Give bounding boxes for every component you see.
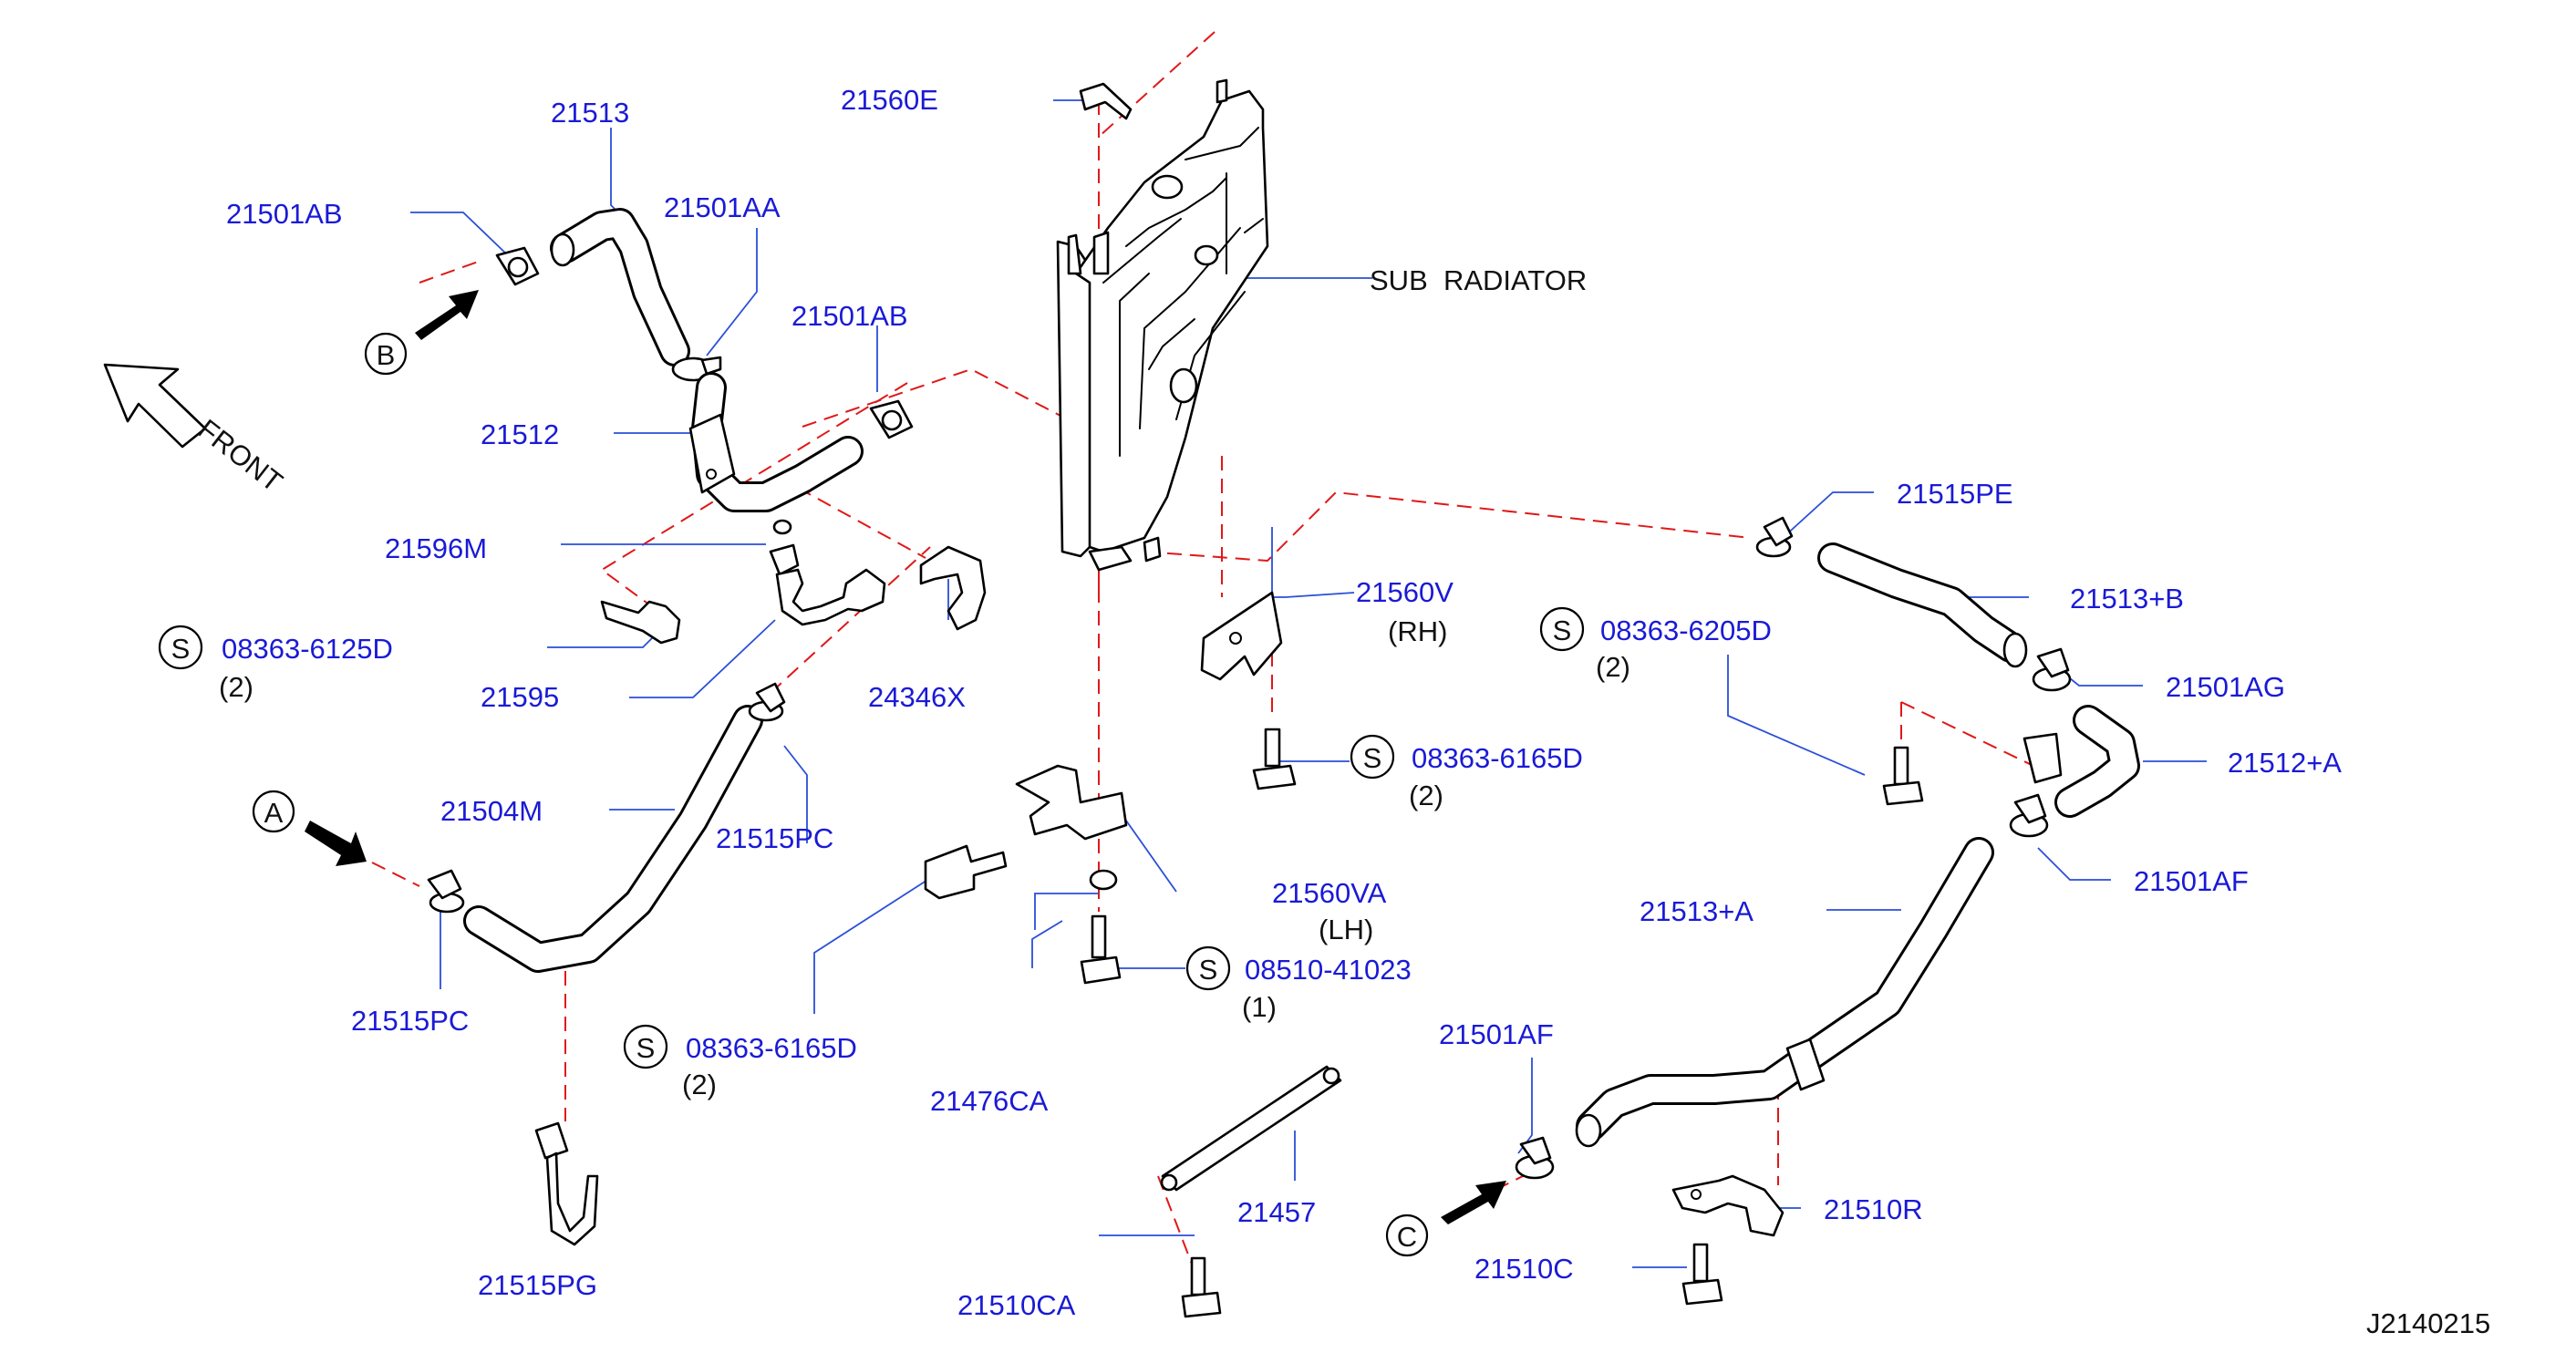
label-21513A: 21513+A bbox=[1640, 895, 1754, 927]
washer-21476CA bbox=[1089, 869, 1118, 891]
bolt-08363-6125D bbox=[600, 600, 681, 645]
part-labels: 21560E 21513 21501AB 21501AA 21501AB 215… bbox=[219, 84, 2490, 1339]
sensor-21595 bbox=[769, 543, 886, 626]
label-21515PC-lower: 21515PC bbox=[351, 1005, 469, 1037]
label-08363-6205D: 08363-6205D bbox=[1600, 615, 1772, 646]
view-marker-c-circle bbox=[1385, 1214, 1429, 1257]
label-21560VA: 21560VA bbox=[1272, 877, 1387, 909]
label-21504M: 21504M bbox=[440, 795, 543, 827]
hose-21513B bbox=[1817, 542, 2028, 668]
clamp-21515PC-upper bbox=[748, 682, 786, 722]
qty-08510-41023: (1) bbox=[1242, 991, 1277, 1023]
label-21501AA: 21501AA bbox=[664, 191, 781, 223]
qty-08363-6165D-mid: (2) bbox=[1409, 780, 1443, 811]
hose-21512A bbox=[2023, 705, 2140, 818]
bracket-24346X bbox=[919, 545, 987, 631]
bracket-21560VA bbox=[1015, 764, 1128, 841]
label-21501AF-lower: 21501AF bbox=[1439, 1018, 1554, 1050]
screw-symbol-3-text: S bbox=[1199, 954, 1218, 986]
bracket-21510R bbox=[1671, 1174, 1785, 1237]
view-marker-b: B bbox=[377, 339, 396, 371]
view-marker-a-circle bbox=[252, 790, 295, 833]
clamp-21515PE bbox=[1755, 516, 1794, 558]
label-08363-6165D-mid: 08363-6165D bbox=[1412, 742, 1583, 774]
clip-21560E bbox=[1079, 82, 1133, 120]
label-21513B: 21513+B bbox=[2070, 583, 2184, 615]
label-21515PE: 21515PE bbox=[1897, 478, 2013, 510]
clamp-21501AG bbox=[2032, 647, 2072, 692]
bolt-21510C bbox=[1681, 1243, 1723, 1306]
label-21476CA: 21476CA bbox=[930, 1085, 1049, 1117]
label-08363-6125D: 08363-6125D bbox=[222, 633, 393, 665]
label-08510-41023: 08510-41023 bbox=[1245, 954, 1412, 986]
screw-symbol-3 bbox=[1185, 945, 1231, 991]
bolt-08510-41023 bbox=[1080, 914, 1122, 985]
clamp-21501AB-mid bbox=[869, 399, 914, 439]
label-08363-6165D-left: 08363-6165D bbox=[686, 1032, 857, 1064]
hose-21513 bbox=[550, 208, 690, 367]
view-marker-a: A bbox=[264, 797, 284, 829]
label-21501AB-top: 21501AB bbox=[226, 198, 343, 230]
o-ring-21596M bbox=[772, 519, 792, 535]
screw-symbol-4 bbox=[623, 1024, 668, 1069]
qty-21560V: (RH) bbox=[1388, 615, 1447, 647]
label-21515PC-upper: 21515PC bbox=[716, 822, 833, 854]
label-21501AB-mid: 21501AB bbox=[791, 300, 908, 332]
qty-21560VA: (LH) bbox=[1319, 914, 1373, 945]
screw-symbol-4-text: S bbox=[636, 1032, 656, 1064]
screw-symbols: S S S S S bbox=[158, 606, 1585, 1069]
screw-symbol-1 bbox=[158, 625, 203, 670]
qty-08363-6165D-left: (2) bbox=[682, 1069, 717, 1100]
view-marker-b-circle bbox=[364, 332, 408, 376]
front-arrow-icon bbox=[103, 363, 207, 449]
label-21515PG: 21515PG bbox=[478, 1269, 597, 1301]
screw-symbol-1-text: S bbox=[171, 633, 191, 665]
label-21512: 21512 bbox=[481, 418, 559, 450]
label-21501AF-right: 21501AF bbox=[2134, 865, 2249, 897]
front-label: FRONT bbox=[192, 413, 289, 498]
qty-08363-6205D: (2) bbox=[1596, 651, 1630, 683]
clip-21515PG bbox=[534, 1121, 599, 1246]
hose-21504M bbox=[463, 705, 763, 973]
view-arrow-a: A bbox=[252, 790, 367, 866]
clamp-21501AF-lower bbox=[1515, 1136, 1555, 1180]
label-21510CA: 21510CA bbox=[957, 1289, 1076, 1321]
sub-radiator bbox=[1056, 78, 1269, 572]
label-21560V: 21560V bbox=[1356, 576, 1454, 608]
clamp-21515PC-lower bbox=[427, 869, 465, 914]
label-21595: 21595 bbox=[481, 681, 559, 713]
bolt-21510CA bbox=[1181, 1256, 1222, 1318]
view-arrow-c: C bbox=[1385, 1181, 1506, 1257]
label-sub-radiator: SUB RADIATOR bbox=[1370, 264, 1587, 296]
qty-08363-6125D: (2) bbox=[219, 671, 253, 703]
screw-symbol-2 bbox=[1350, 734, 1395, 780]
label-21596M: 21596M bbox=[385, 532, 487, 564]
label-21510R: 21510R bbox=[1824, 1193, 1923, 1225]
stay-21457 bbox=[1160, 1065, 1342, 1192]
label-21457: 21457 bbox=[1237, 1196, 1316, 1228]
view-arrow-b: B bbox=[364, 290, 479, 376]
screw-symbol-2-text: S bbox=[1363, 742, 1382, 774]
bolt-08363-6165D-mid bbox=[1252, 728, 1297, 790]
screw-symbol-5-text: S bbox=[1553, 615, 1572, 646]
clamp-21501AB-top bbox=[495, 246, 540, 286]
clamp-21501AF-right bbox=[2009, 793, 2049, 838]
label-21513: 21513 bbox=[551, 97, 629, 129]
view-marker-c: C bbox=[1397, 1221, 1417, 1253]
bracket-21560V bbox=[1200, 591, 1283, 681]
label-21560E: 21560E bbox=[841, 84, 938, 116]
hose-21512 bbox=[688, 372, 864, 512]
label-21510C: 21510C bbox=[1474, 1253, 1574, 1285]
hose-21513A bbox=[1575, 837, 1994, 1148]
label-21512A: 21512+A bbox=[2228, 747, 2342, 779]
bolt-08363-6205D bbox=[1882, 746, 1924, 806]
screw-symbol-5 bbox=[1539, 606, 1585, 652]
bolt-08363-6165D-left bbox=[924, 844, 1008, 900]
diagram-code: J2140215 bbox=[2366, 1307, 2490, 1339]
label-24346X: 24346X bbox=[868, 681, 966, 713]
label-21501AG: 21501AG bbox=[2166, 671, 2285, 703]
